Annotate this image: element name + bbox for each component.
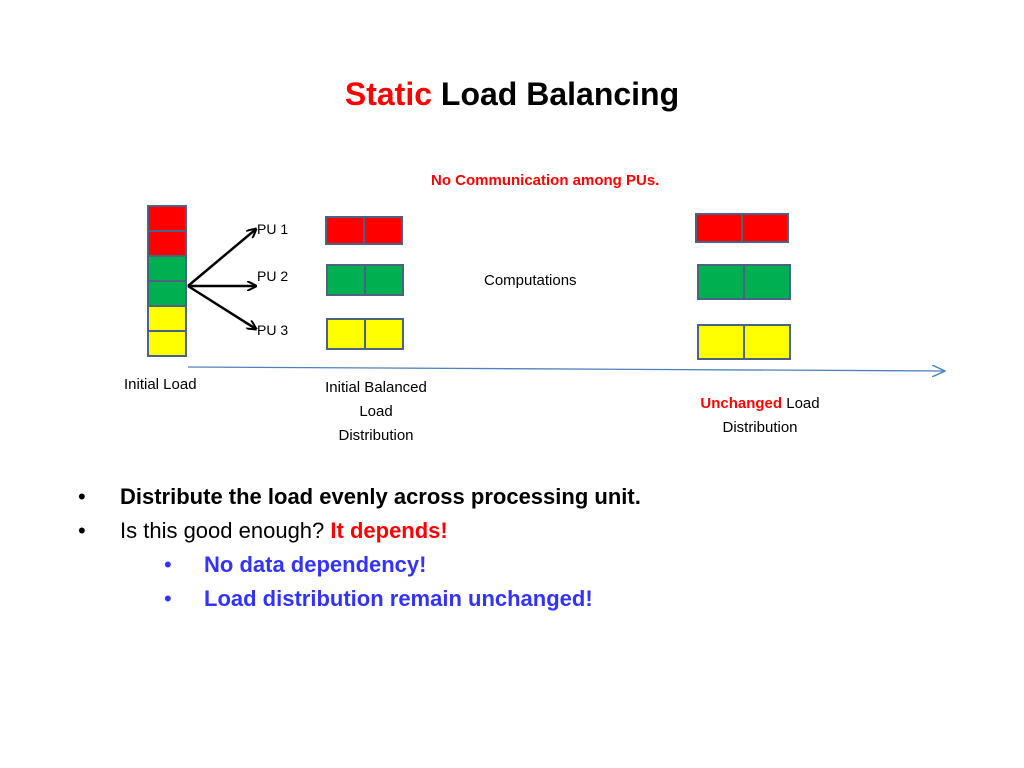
slide-title: Static Load Balancing bbox=[0, 76, 1024, 113]
computations-label: Computations bbox=[484, 272, 577, 289]
final-pu3-block-1 bbox=[697, 324, 745, 360]
initial-load-stack bbox=[147, 205, 187, 357]
initial-balanced-line-2: Load bbox=[359, 403, 393, 420]
bullet-marker: • bbox=[78, 518, 86, 543]
balanced-pu1-block-2 bbox=[363, 216, 403, 245]
final-pu1-block-2 bbox=[741, 213, 789, 243]
pu1-label: PU 1 bbox=[257, 221, 289, 237]
arrow-to-pu1 bbox=[187, 229, 256, 287]
load-block-yellow-2 bbox=[147, 330, 187, 357]
sub-bullet-2-text: Load distribution remain unchanged! bbox=[204, 586, 593, 611]
final-pu3-blocks bbox=[697, 324, 791, 360]
sub-bullet-1-text: No data dependency! bbox=[204, 552, 427, 577]
initial-balanced-line-1: Initial Balanced bbox=[325, 379, 427, 396]
unchanged-word: Unchanged bbox=[700, 395, 783, 412]
bullet-2-red: It depends! bbox=[330, 518, 448, 543]
timeline-arrow bbox=[187, 367, 945, 371]
bullet-2: • Is this good enough? It depends! bbox=[78, 514, 978, 548]
bullet-marker: • bbox=[78, 484, 86, 509]
title-rest: Load Balancing bbox=[440, 76, 680, 112]
balanced-pu1-block-1 bbox=[325, 216, 365, 245]
bullet-list: • Distribute the load evenly across proc… bbox=[78, 480, 978, 616]
initial-balanced-line-3: Distribution bbox=[338, 427, 414, 444]
arrow-to-pu3 bbox=[187, 284, 256, 329]
balanced-pu2-blocks bbox=[326, 264, 404, 296]
bullet-1-text: Distribute the load evenly across proces… bbox=[120, 484, 641, 509]
no-communication-note: No Communication among PUs. bbox=[431, 172, 660, 189]
pu2-label: PU 2 bbox=[257, 268, 289, 284]
final-pu3-block-2 bbox=[743, 324, 791, 360]
bullet-marker: • bbox=[164, 552, 172, 577]
balanced-pu2-block-1 bbox=[326, 264, 366, 296]
bullet-2-text: Is this good enough? It depends! bbox=[120, 514, 448, 548]
final-pu2-block-1 bbox=[697, 264, 745, 300]
unchanged-distribution-label: Unchanged Load Distribution bbox=[680, 392, 840, 440]
initial-balanced-label: Initial Balanced Load Distribution bbox=[306, 376, 446, 448]
unchanged-rest: Load bbox=[786, 395, 820, 412]
title-accent: Static bbox=[344, 76, 432, 112]
initial-load-label: Initial Load bbox=[124, 376, 197, 393]
final-pu1-block-1 bbox=[695, 213, 743, 243]
bullet-2-plain: Is this good enough? bbox=[120, 518, 325, 543]
balanced-pu3-blocks bbox=[326, 318, 404, 350]
load-block-red-1 bbox=[147, 205, 187, 232]
unchanged-line-1: Unchanged Load bbox=[680, 392, 840, 416]
sub-bullet-2: • Load distribution remain unchanged! bbox=[78, 582, 978, 616]
balanced-pu1-blocks bbox=[325, 216, 403, 245]
sub-bullet-1: • No data dependency! bbox=[78, 548, 978, 582]
balanced-pu3-block-2 bbox=[364, 318, 404, 350]
bullet-marker: • bbox=[164, 586, 172, 611]
balanced-pu2-block-2 bbox=[364, 264, 404, 296]
final-pu2-block-2 bbox=[743, 264, 791, 300]
bullet-1: • Distribute the load evenly across proc… bbox=[78, 480, 978, 514]
pu3-label: PU 3 bbox=[257, 322, 289, 338]
final-pu1-blocks bbox=[695, 213, 789, 243]
unchanged-line-2: Distribution bbox=[722, 419, 798, 436]
balanced-pu3-block-1 bbox=[326, 318, 366, 350]
load-block-red-2 bbox=[147, 230, 187, 257]
final-pu2-blocks bbox=[697, 264, 791, 300]
